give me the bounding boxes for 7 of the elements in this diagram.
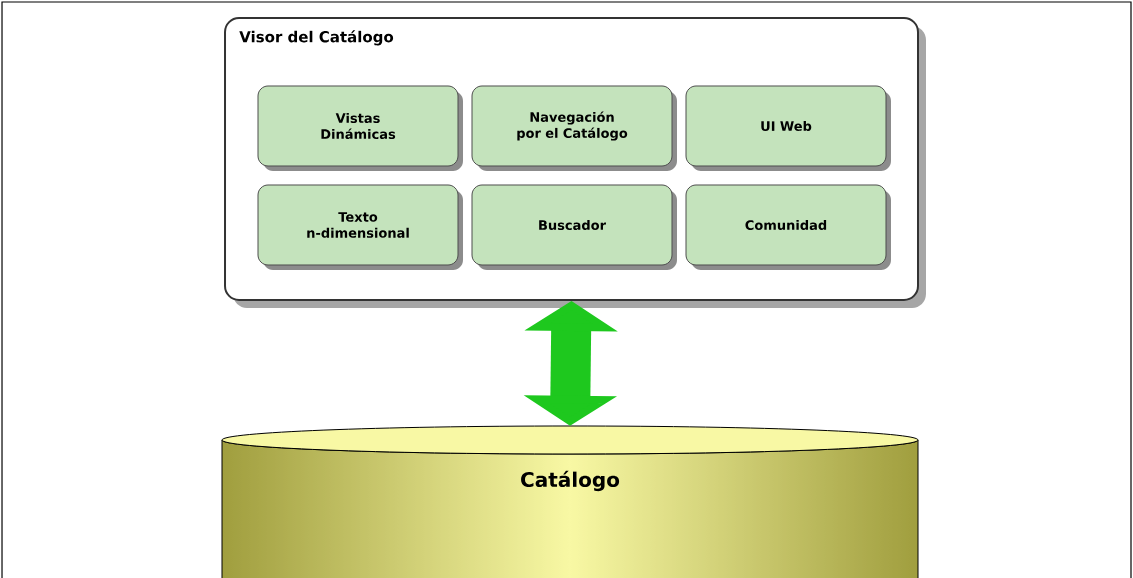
module-box: Vistas Dinámicas [257,85,463,171]
module-box: UI Web [685,85,891,171]
module-box: Texto n-dimensional [257,184,463,270]
module-box: Buscador [471,184,677,270]
module-box: Comunidad [685,184,891,270]
module-box: Navegación por el Catálogo [471,85,677,171]
database-cylinder: Catálogo [221,425,919,578]
